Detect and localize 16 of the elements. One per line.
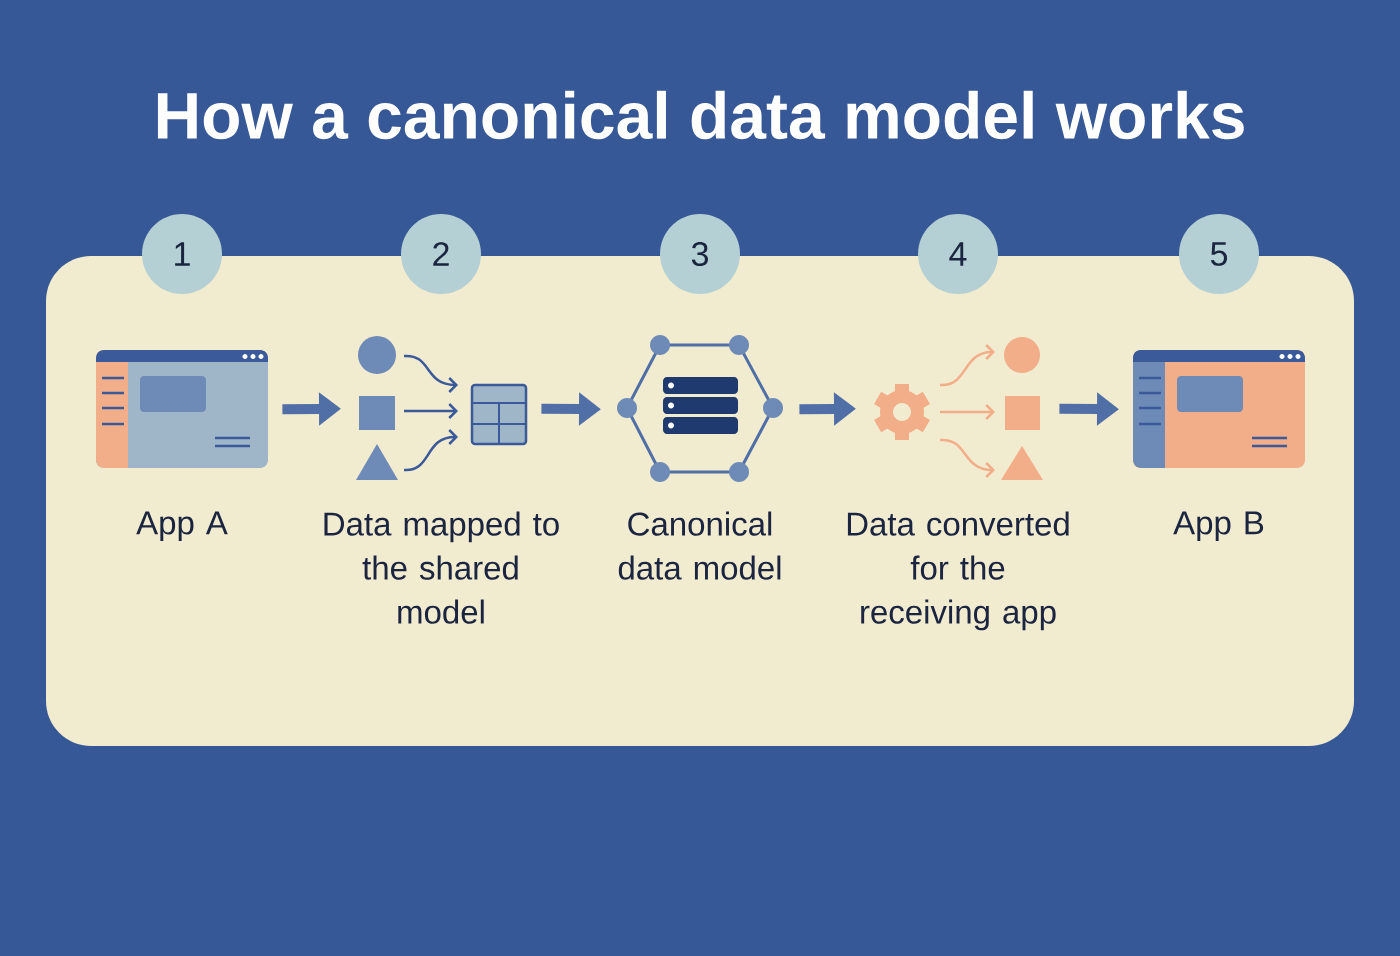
number-badge: 3 bbox=[660, 214, 740, 294]
number-badge: 4 bbox=[918, 214, 998, 294]
step-label: Data converted for the receiving app bbox=[847, 511, 1069, 631]
step-label: Canonical data model bbox=[618, 511, 781, 580]
data-mapping-drawing bbox=[356, 336, 528, 480]
step-label: Data mapped to the shared model bbox=[324, 511, 559, 624]
number-badge: 1 bbox=[142, 214, 222, 294]
app-window-drawing bbox=[1133, 350, 1305, 468]
database-hub-drawing bbox=[617, 335, 783, 482]
step-label: App A bbox=[136, 511, 228, 542]
number-badge: 2 bbox=[401, 214, 481, 294]
app-window-drawing bbox=[96, 350, 268, 468]
data-conversion-drawing bbox=[874, 337, 1043, 480]
step-label: App B bbox=[1173, 511, 1264, 542]
number-badge: 5 bbox=[1179, 214, 1259, 294]
title: How a canonical data model works bbox=[157, 90, 1244, 140]
